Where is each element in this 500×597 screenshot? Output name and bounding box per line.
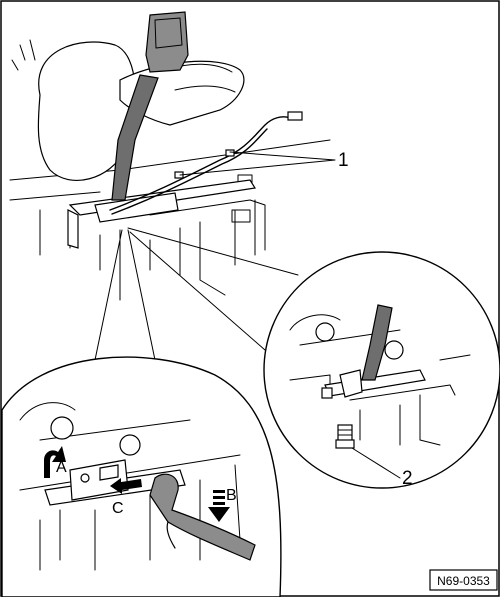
zoom-lines-left [94, 229, 156, 361]
detail-circle-right [263, 251, 500, 489]
callout-c-label: C [112, 500, 124, 517]
seat-back-edge [11, 39, 36, 71]
right-strap [361, 304, 393, 381]
arrow-b-icon [208, 490, 230, 522]
harness-connector [287, 111, 303, 121]
mounting-bolt [335, 424, 355, 449]
callout-2-leader [351, 447, 401, 479]
left-seat-pivot [50, 416, 74, 440]
left-rivet [80, 473, 90, 483]
buckle-slot [154, 17, 183, 49]
zoom-lines-right [127, 227, 299, 351]
arrow-c-icon [110, 478, 142, 494]
seat-overview [9, 11, 336, 301]
removed-strap [149, 473, 256, 561]
callout-1-leader [179, 151, 336, 176]
callout-2-label: 2 [402, 468, 413, 489]
buckle-head [145, 11, 189, 73]
callout-a-label: A [56, 459, 67, 476]
left-slot [99, 464, 119, 481]
callout-b-label: B [226, 487, 237, 504]
wiring-harness [109, 116, 291, 211]
reference-code: N69-0353 [437, 574, 490, 588]
left-pivot-bolt [119, 434, 141, 456]
cable-clip-2 [225, 149, 235, 157]
seat-pivot [315, 322, 335, 342]
detail-circle-buckle-removal [1, 356, 282, 597]
right-clip [321, 387, 333, 399]
pivot-bolt-right [384, 340, 404, 360]
buckle-mount-plate [94, 192, 179, 223]
wiring-harness-2 [111, 128, 268, 215]
arrow-a-icon [44, 446, 66, 478]
reference-code-box [429, 569, 498, 591]
buckle-strap [111, 74, 159, 201]
detail-circle-bolt-removal [263, 251, 500, 489]
strap-cable [166, 521, 176, 549]
rail-bracket [67, 209, 79, 249]
callout-1-label: 1 [338, 150, 349, 171]
right-buckle-bracket [339, 369, 363, 398]
